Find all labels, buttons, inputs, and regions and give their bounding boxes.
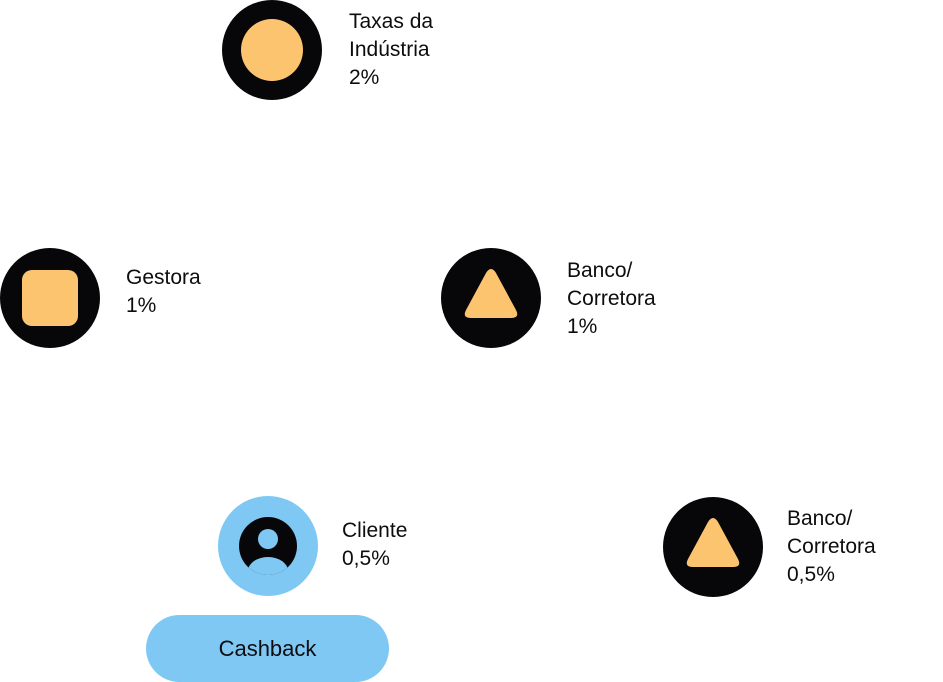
banco-corretora-percent-1: 1% <box>567 315 598 338</box>
square-icon <box>22 270 78 326</box>
gestora-label: Gestora 1% <box>126 264 201 320</box>
banco-corretora-name-2: Banco/ Corretora <box>787 507 876 558</box>
gestora-node <box>0 248 100 348</box>
gestora-percent: 1% <box>126 294 157 317</box>
cliente-node <box>218 496 318 596</box>
taxas-percent: 2% <box>349 66 380 89</box>
banco-corretora-name-1: Banco/ Corretora <box>567 259 656 310</box>
gestora-name: Gestora <box>126 266 201 289</box>
circle-icon <box>241 19 303 81</box>
banco-corretora-percent-2: 0,5% <box>787 563 835 586</box>
triangle-icon <box>464 269 518 318</box>
cashback-button[interactable]: Cashback <box>146 615 389 682</box>
taxas-name: Taxas da Indústria <box>349 10 434 61</box>
cliente-percent: 0,5% <box>342 547 390 570</box>
banco-corretora-label-1: Banco/ Corretora 1% <box>567 257 656 341</box>
taxas-node <box>222 0 322 100</box>
taxas-label: Taxas da Indústria 2% <box>349 8 433 92</box>
banco-corretora-node-2 <box>663 497 763 597</box>
banco-corretora-label-2: Banco/ Corretora 0,5% <box>787 505 876 589</box>
triangle-icon <box>686 518 740 567</box>
user-icon <box>239 517 297 575</box>
cliente-label: Cliente 0,5% <box>342 517 407 573</box>
cliente-name: Cliente <box>342 519 408 542</box>
banco-corretora-node-1 <box>441 248 541 348</box>
